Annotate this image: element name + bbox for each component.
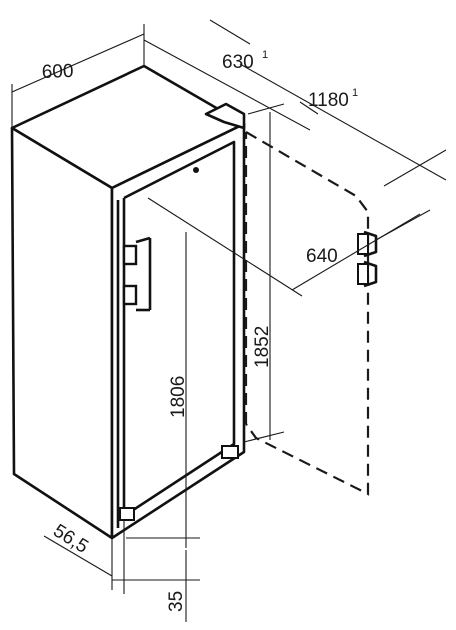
door-frame (122, 140, 236, 518)
dimension-lines (11, 19, 447, 622)
foot-height-label: 35 (166, 591, 187, 612)
width-label: 600 (41, 61, 73, 83)
rear-foot (221, 445, 239, 459)
lower-handle (122, 284, 138, 306)
front-foot (119, 507, 135, 521)
lock-icon (193, 167, 199, 173)
depth-open-note: 1 (352, 87, 358, 99)
depth-dim-line (143, 39, 311, 131)
depth-note: 1 (262, 49, 268, 61)
width-dim-line (11, 33, 145, 93)
open-door-outline (244, 131, 378, 496)
body-height-label: 1806 (168, 376, 189, 418)
cabinet-front (110, 122, 246, 540)
depth-open-label: 1180 (308, 90, 349, 111)
cabinet-side (10, 126, 114, 540)
top-hinge (204, 102, 246, 130)
total-height-label: 1852 (252, 326, 273, 368)
door-open-dim-line (291, 213, 421, 291)
appliance-body (10, 64, 246, 540)
upper-handle (122, 244, 138, 266)
door-open-label: 640 (306, 246, 338, 267)
depth-label: 630 (222, 52, 254, 73)
offset-dim-line (43, 535, 113, 577)
depth-open-dim-line (239, 63, 447, 181)
